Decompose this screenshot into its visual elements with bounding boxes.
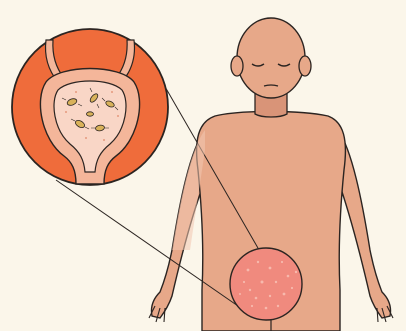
pelvic-highlight: [230, 248, 302, 320]
head: [237, 18, 305, 98]
left-ear: [231, 56, 243, 76]
bacterium: [87, 112, 94, 116]
right-ear: [299, 56, 311, 76]
bladder-callout: [12, 29, 168, 185]
